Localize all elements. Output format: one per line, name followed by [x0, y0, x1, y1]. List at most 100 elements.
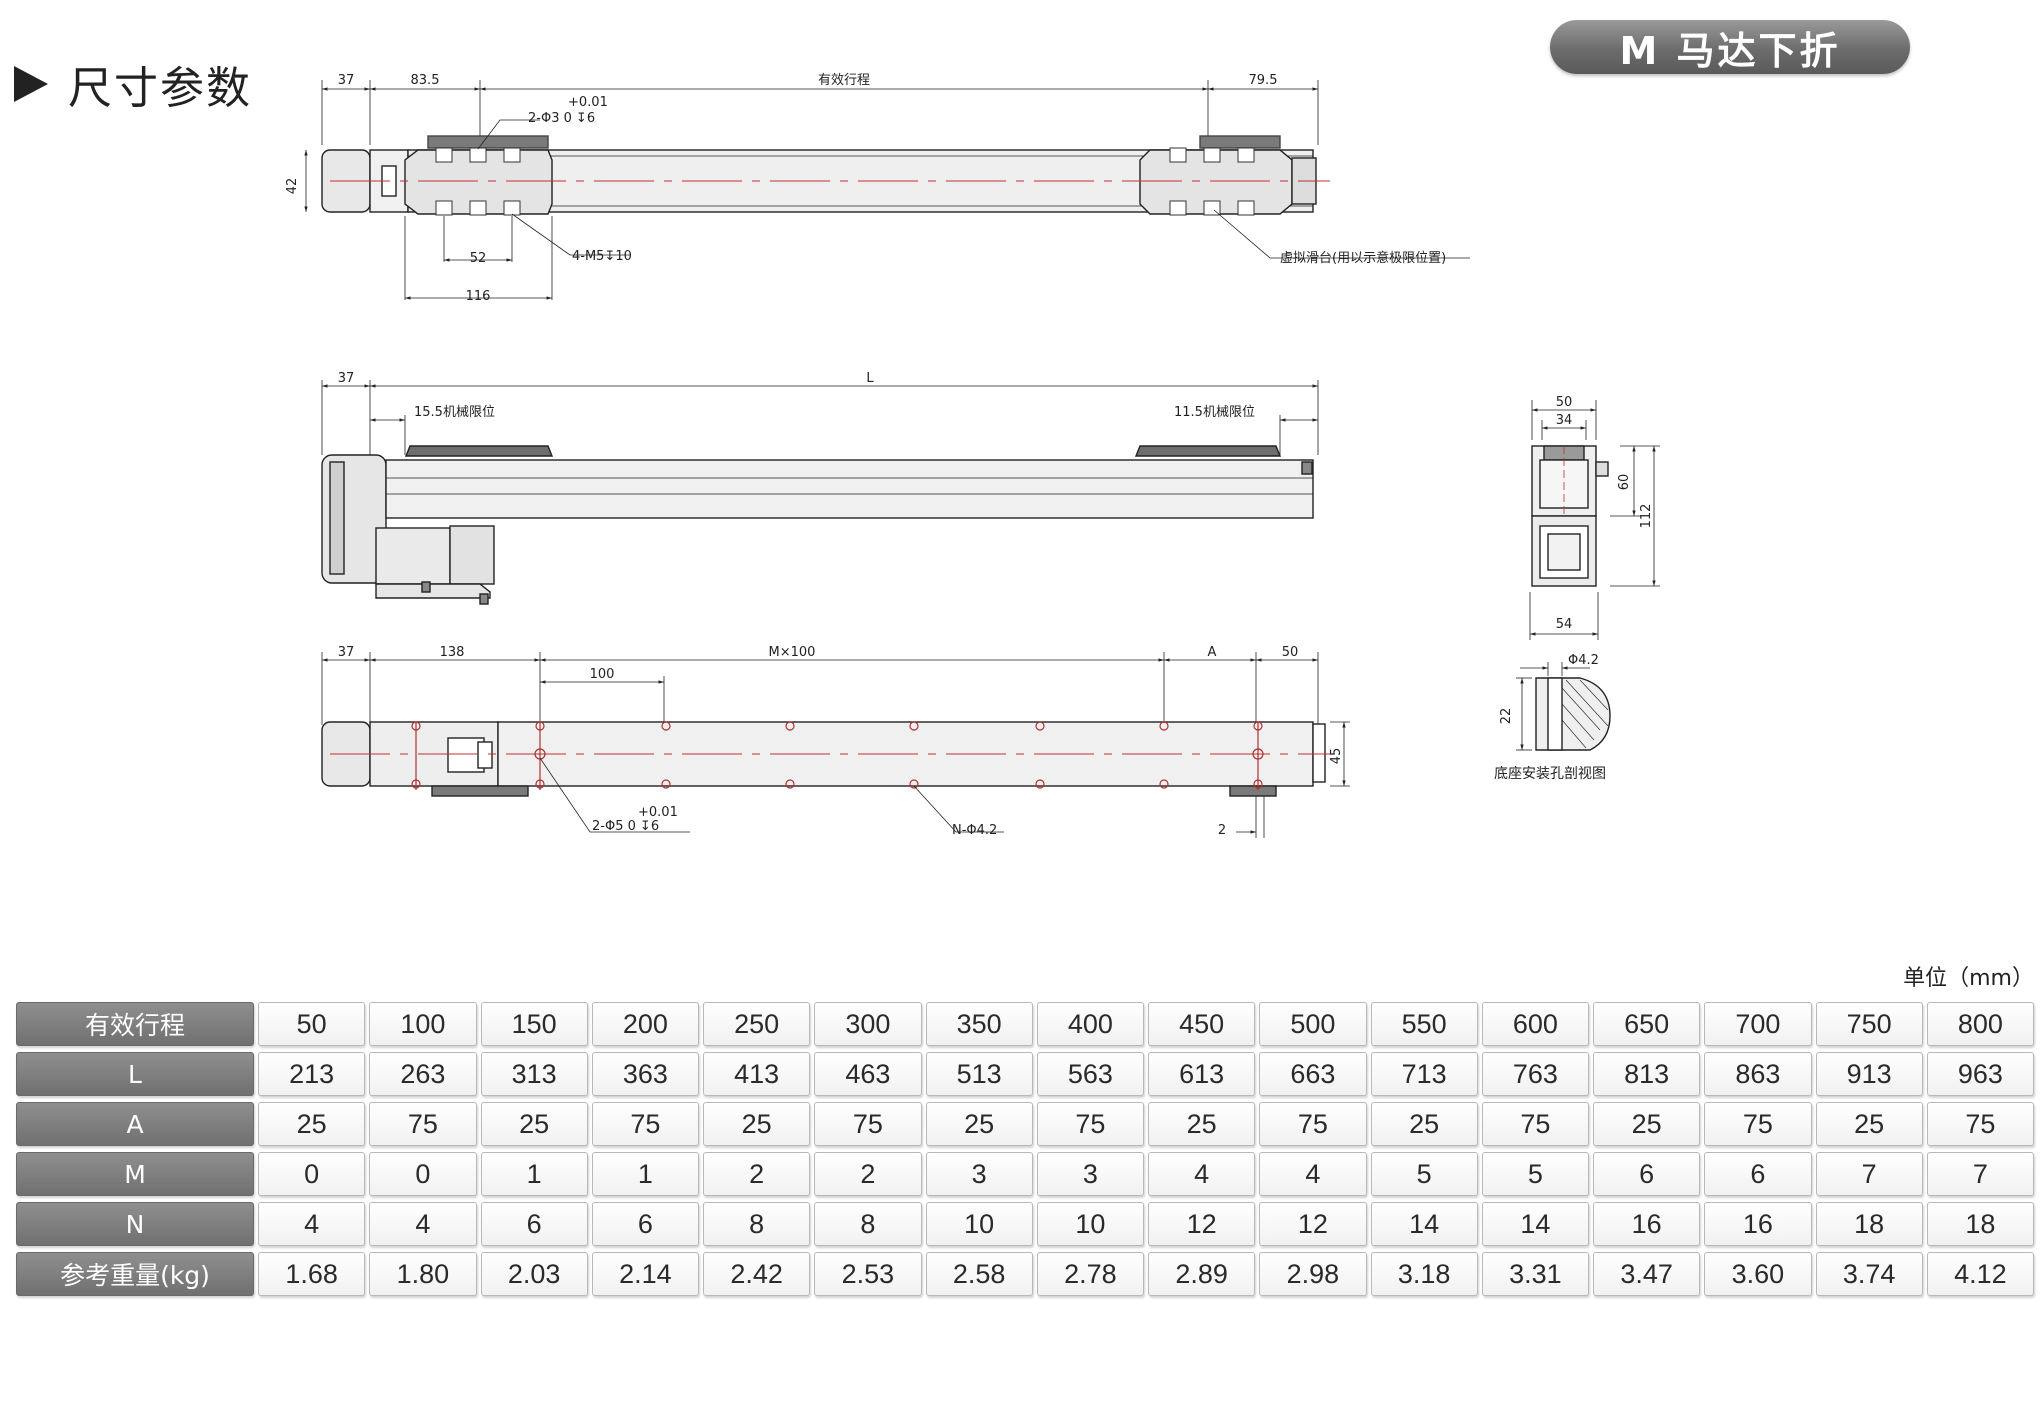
- table-cell: 16: [1704, 1202, 1812, 1246]
- table-cell: 2.58: [925, 1252, 1033, 1296]
- table-cell: 0: [369, 1152, 477, 1196]
- row-header: M: [16, 1152, 254, 1196]
- table-cell: 25: [1815, 1102, 1923, 1146]
- top-dim-116: 116: [466, 289, 491, 304]
- table-cell: 75: [591, 1102, 699, 1146]
- table-cell: 150: [480, 1002, 588, 1046]
- row-header: 参考重量(kg): [16, 1252, 254, 1296]
- end-dim-34: 34: [1556, 413, 1573, 428]
- table-cell: 300: [814, 1002, 922, 1046]
- section-header: 尺寸参数: [14, 52, 252, 116]
- bottom-dim-mx100: M×100: [769, 645, 816, 660]
- table-cell: 12: [1259, 1202, 1367, 1246]
- bottom-dim-100: 100: [590, 667, 615, 682]
- table-cell: 6: [591, 1202, 699, 1246]
- table-cell: 4: [1148, 1152, 1256, 1196]
- table-cell: 5: [1481, 1152, 1589, 1196]
- table-cell: 75: [1926, 1102, 2034, 1146]
- table-cell: 250: [703, 1002, 811, 1046]
- top-dim-37: 37: [338, 73, 355, 88]
- table-cell: 25: [1593, 1102, 1701, 1146]
- table-cell: 1: [591, 1152, 699, 1196]
- top-dim-83-5: 83.5: [411, 73, 440, 88]
- table-cell: 4.12: [1926, 1252, 2034, 1296]
- table-cell: 563: [1036, 1052, 1144, 1096]
- table-cell: 50: [258, 1002, 366, 1046]
- bottom-dim-50: 50: [1282, 645, 1299, 660]
- unit-label: 单位（mm）: [1903, 966, 2034, 991]
- table-cell: 963: [1926, 1052, 2034, 1096]
- table-cell: 363: [591, 1052, 699, 1096]
- triangle-bullet-icon: [14, 66, 48, 102]
- top-dim-79-5: 79.5: [1249, 73, 1278, 88]
- section-dim-phi: Φ4.2: [1568, 653, 1599, 668]
- top-dim-52: 52: [470, 251, 487, 266]
- end-dim-50: 50: [1556, 395, 1573, 410]
- table-cell: 25: [258, 1102, 366, 1146]
- limit-left-label: 15.5机械限位: [414, 405, 495, 420]
- table-cell: 4: [258, 1202, 366, 1246]
- table-cell: 25: [1148, 1102, 1256, 1146]
- table-cell: 75: [1259, 1102, 1367, 1146]
- table-cell: 7: [1926, 1152, 2034, 1196]
- row-header: 有效行程: [16, 1002, 254, 1046]
- table-cell: 75: [1704, 1102, 1812, 1146]
- bottom-dim-37: 37: [338, 645, 355, 660]
- table-cell: 6: [1704, 1152, 1812, 1196]
- table-cell: 213: [258, 1052, 366, 1096]
- bottom-tolerance: +0.01: [638, 805, 678, 820]
- table-cell: 6: [1593, 1152, 1701, 1196]
- table-cell: 6: [480, 1202, 588, 1246]
- table-cell: 500: [1259, 1002, 1367, 1046]
- section-title: 尺寸参数: [68, 63, 252, 114]
- row-header: N: [16, 1202, 254, 1246]
- top-hole-callout: 2-Φ3 0 ↧6: [528, 111, 595, 126]
- section-caption: 底座安装孔剖视图: [1494, 766, 1606, 782]
- top-dim-42: 42: [285, 178, 300, 195]
- row-header: L: [16, 1052, 254, 1096]
- table-cell: 2.42: [703, 1252, 811, 1296]
- end-dim-54: 54: [1556, 617, 1573, 632]
- table-cell: 3.47: [1593, 1252, 1701, 1296]
- table-cell: 813: [1593, 1052, 1701, 1096]
- bottom-view: [321, 652, 1350, 838]
- table-cell: 1.80: [369, 1252, 477, 1296]
- table-cell: 2.78: [1036, 1252, 1144, 1296]
- bottom-dim-A: A: [1208, 645, 1217, 660]
- table-cell: 550: [1370, 1002, 1478, 1046]
- pin-hole-callout: 2-Φ5 0 ↧6: [592, 819, 659, 834]
- table-cell: 25: [480, 1102, 588, 1146]
- table-cell: 2: [703, 1152, 811, 1196]
- table-cell: 650: [1593, 1002, 1701, 1046]
- table-cell: 0: [258, 1152, 366, 1196]
- table-cell: 263: [369, 1052, 477, 1096]
- table-cell: 12: [1148, 1202, 1256, 1246]
- table-cell: 2.53: [814, 1252, 922, 1296]
- table-cell: 763: [1481, 1052, 1589, 1096]
- top-dim-stroke: 有效行程: [818, 73, 870, 88]
- table-cell: 750: [1815, 1002, 1923, 1046]
- table-cell: 2: [814, 1152, 922, 1196]
- table-cell: 3: [1036, 1152, 1144, 1196]
- table-cell: 913: [1815, 1052, 1923, 1096]
- table-cell: 14: [1481, 1202, 1589, 1246]
- table-cell: 14: [1370, 1202, 1478, 1246]
- table-cell: 16: [1593, 1202, 1701, 1246]
- table-cell: 75: [814, 1102, 922, 1146]
- table-cell: 8: [814, 1202, 922, 1246]
- table-cell: 25: [1370, 1102, 1478, 1146]
- table-cell: 863: [1704, 1052, 1812, 1096]
- mount-hole-callout: N-Φ4.2: [952, 823, 997, 838]
- table-cell: 413: [703, 1052, 811, 1096]
- bottom-dim-45: 45: [1329, 748, 1344, 765]
- side-dim-L: L: [866, 371, 874, 386]
- table-cell: 7: [1815, 1152, 1923, 1196]
- table-cell: 450: [1148, 1002, 1256, 1046]
- table-cell: 25: [703, 1102, 811, 1146]
